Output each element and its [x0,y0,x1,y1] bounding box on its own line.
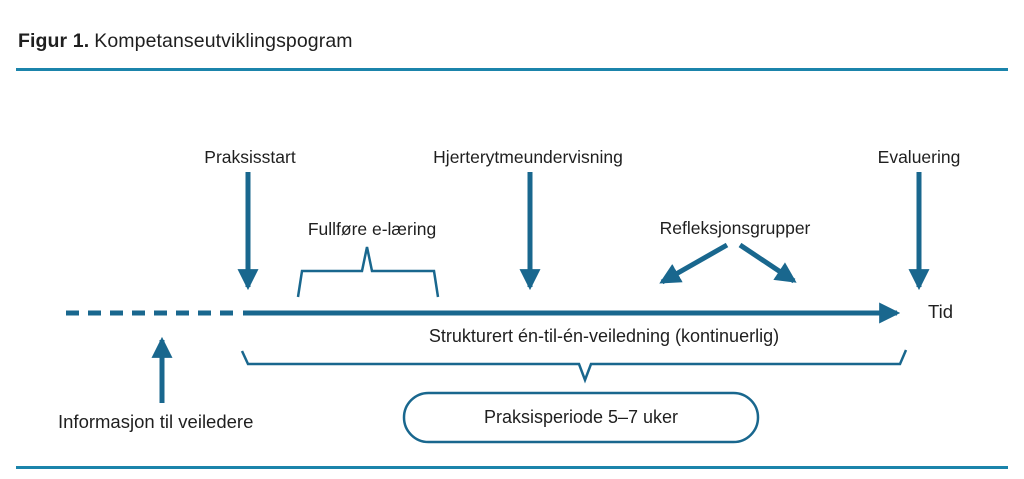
elearning-brace [296,246,440,298]
label-praksisstart: Praksisstart [204,147,296,167]
label-tid: Tid [928,301,954,322]
figure-name: Kompetanseutviklingspogram [94,30,353,52]
label-hjerterytmeundervisning: Hjerterytmeundervisning [433,147,623,167]
figure-title: Figur 1.Kompetanseutviklingspogram [18,30,353,53]
period-pill [402,391,760,444]
refleksjon-arrow-right [738,242,797,284]
label-strukturert-veiledning: Strukturert én-til-én-veiledning (kontin… [428,326,780,346]
period-brace [240,349,908,384]
label-fullfore-elaering: Fullføre e-læring [307,219,437,239]
label-evaluering: Evaluering [877,147,961,167]
label-praksisperiode: Praksisperiode 5–7 uker [483,407,679,427]
refleksjon-arrow-left [659,242,729,285]
bottom-rule [16,466,1008,469]
figure-number: Figur 1. [18,30,90,52]
label-informasjon-til-veiledere: Informasjon til veiledere [58,411,254,432]
top-rule [16,68,1008,71]
label-refleksjonsgrupper: Refleksjonsgrupper [659,218,811,238]
